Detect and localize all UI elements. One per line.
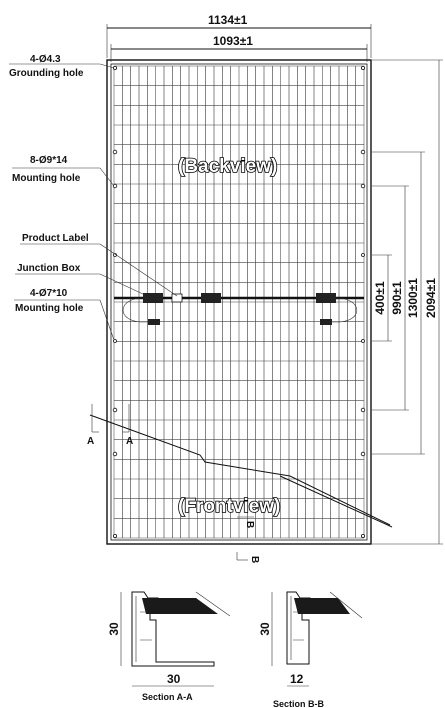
mounting-hole-small xyxy=(361,253,365,257)
mounting-hole xyxy=(112,451,118,457)
cutaway-line xyxy=(89,414,391,526)
cutaway-lines xyxy=(89,414,393,528)
dim-mount-990: 990±1 xyxy=(390,281,404,315)
mounting-hole-spec-2: 4-Ø7*10 xyxy=(30,288,68,299)
cutaway-line xyxy=(279,475,393,528)
section-aa-height: 30 xyxy=(107,622,121,636)
mounting-hole xyxy=(360,183,366,189)
laminate-b xyxy=(294,598,350,614)
top-dimensions: 1134±1 1093±1 xyxy=(106,13,372,62)
section-bb-width: 12 xyxy=(290,672,304,686)
cable-right xyxy=(328,297,358,323)
mounting-hole-spec-1: 8-Ø9*14 xyxy=(30,155,68,166)
right-dimensions: 400±1 990±1 1300±1 2094±1 xyxy=(372,59,443,545)
mounting-hole-label-2: Mounting hole xyxy=(15,303,84,314)
mounting-hole xyxy=(112,183,118,189)
grounding-hole-label: Grounding hole xyxy=(9,68,84,79)
mounting-hole-small xyxy=(113,339,117,343)
leader-line xyxy=(99,167,115,187)
section-a-marker: A xyxy=(87,436,94,447)
section-aa-width: 30 xyxy=(167,672,181,686)
product-label-callout: Product Label xyxy=(22,233,89,244)
dim-overall-width: 1134±1 xyxy=(208,13,248,27)
mounting-hole xyxy=(112,407,118,413)
laminate-edge-a xyxy=(195,591,231,617)
cable-left xyxy=(122,297,152,323)
connector-left xyxy=(148,319,160,325)
mounting-hole xyxy=(360,451,366,457)
junction-box-center xyxy=(201,293,221,303)
section-a-a: 30 30 Section A-A xyxy=(107,591,231,702)
junction-boxes xyxy=(122,293,358,325)
mounting-hole xyxy=(360,149,366,155)
left-callouts: 4-Ø4.3 Grounding hole 8-Ø9*14 Mounting h… xyxy=(9,54,178,341)
laminate-edge-b xyxy=(329,591,363,619)
mounting-hole xyxy=(360,407,366,413)
mounting-hole-label-1: Mounting hole xyxy=(12,173,81,184)
section-b-b: 30 12 Section B-B xyxy=(258,591,363,708)
dim-inner-width: 1093±1 xyxy=(213,34,253,48)
backview-label: (Backview) xyxy=(178,156,277,177)
section-markers: A A B B xyxy=(87,404,260,563)
laminate-a xyxy=(142,598,218,614)
mounting-hole-small xyxy=(361,339,365,343)
dim-overall-length: 2094±1 xyxy=(424,278,438,318)
frontview-label: (Frontview) xyxy=(178,496,280,517)
dim-mount-400: 400±1 xyxy=(373,281,387,315)
section-b-marker: B xyxy=(244,521,255,528)
connector-right xyxy=(320,319,332,325)
section-a-marker: A xyxy=(126,436,133,447)
grounding-hole xyxy=(360,534,365,539)
leader-line xyxy=(99,299,115,341)
leader-line xyxy=(99,243,178,297)
panel-inner-frame xyxy=(110,63,368,541)
mounting-hole xyxy=(112,149,118,155)
junction-box-right xyxy=(316,293,336,303)
grounding-hole xyxy=(113,534,118,539)
junction-box-callout: Junction Box xyxy=(17,263,81,274)
section-aa-title: Section A-A xyxy=(142,692,193,702)
holes xyxy=(112,66,366,539)
section-bb-title: Section B-B xyxy=(273,699,325,708)
section-bb-height: 30 xyxy=(258,622,272,636)
leader-line xyxy=(99,273,146,296)
junction-box-left xyxy=(143,293,163,303)
dim-mount-1300: 1300±1 xyxy=(406,278,420,318)
grounding-hole xyxy=(360,66,365,71)
grounding-hole-spec: 4-Ø4.3 xyxy=(30,54,61,65)
leader-line xyxy=(99,63,115,69)
product-label-rect xyxy=(171,293,183,303)
section-b-marker: B xyxy=(249,556,260,563)
